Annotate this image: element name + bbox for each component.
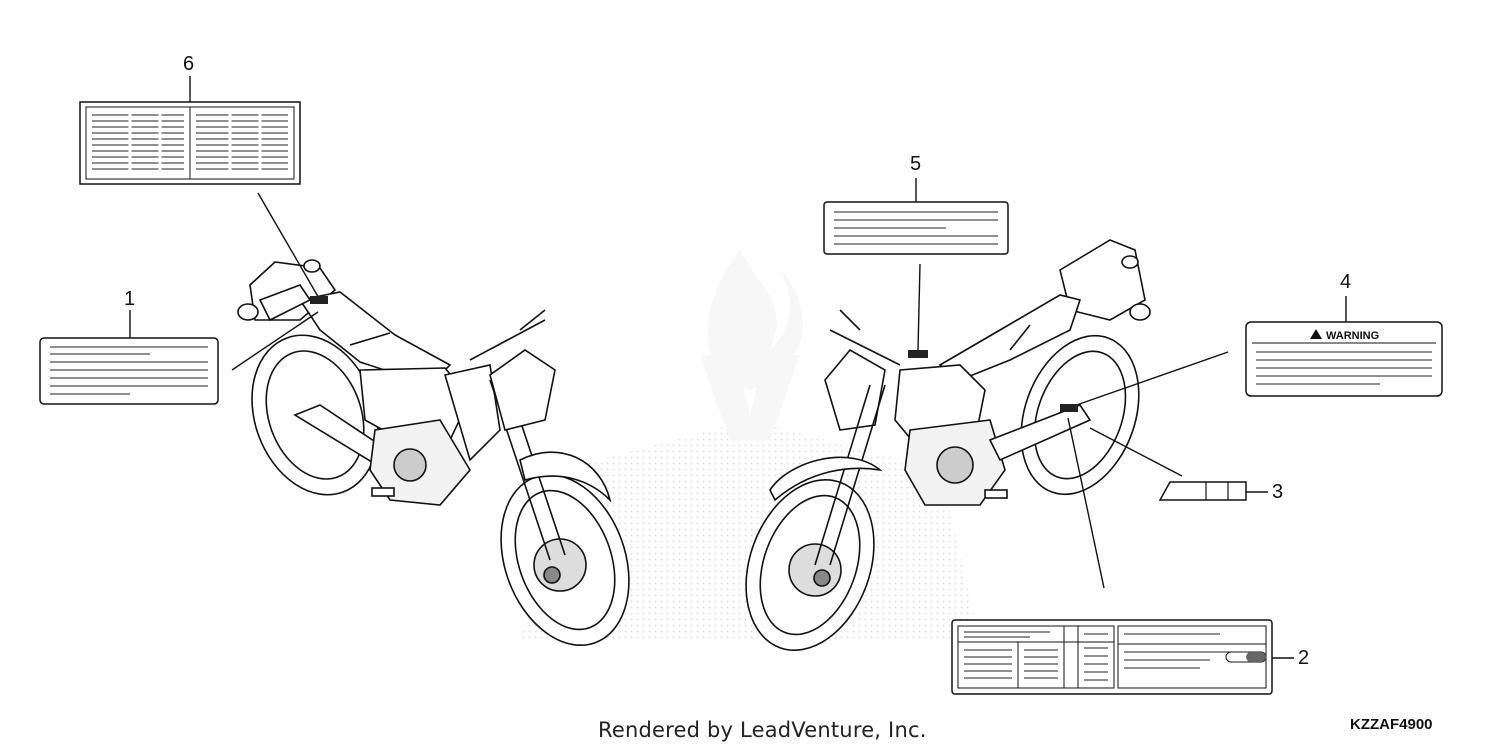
footer-credit: Rendered by LeadVenture, Inc. [598, 718, 927, 742]
callout-5: 5 [910, 153, 922, 175]
label-1-graphic [39, 337, 219, 405]
callout-1: 1 [124, 288, 136, 310]
label-2-graphic [951, 619, 1273, 695]
callout-6: 6 [183, 53, 195, 75]
label-6-graphic [79, 101, 301, 185]
callout-4: 4 [1340, 271, 1352, 293]
right-motorcycle-illustration [745, 239, 1151, 652]
callout-2: 2 [1298, 647, 1310, 669]
label-3-graphic [1158, 481, 1247, 501]
label-4-graphic: WARNING [1245, 321, 1443, 397]
warning-label-text: WARNING [1326, 330, 1379, 342]
callout-3: 3 [1272, 481, 1284, 503]
diagram-code: KZZAF4900 [1350, 716, 1433, 733]
left-motorcycle-illustration [237, 259, 630, 647]
label-5-graphic [823, 201, 1009, 255]
